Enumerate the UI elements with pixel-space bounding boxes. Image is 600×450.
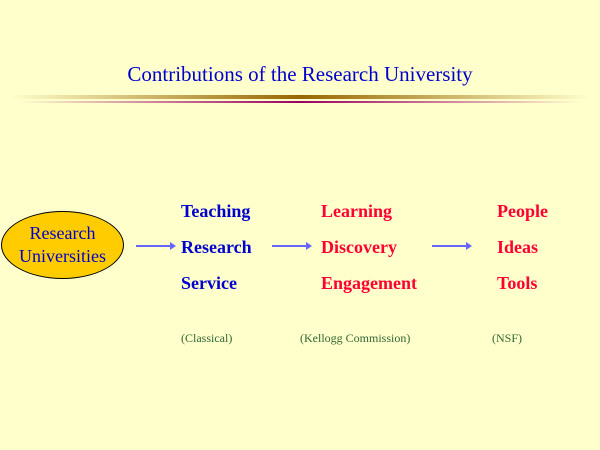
item-teaching: Teaching <box>181 201 251 221</box>
research-universities-ellipse: Research Universities <box>1 211 124 279</box>
arrow-icon <box>272 242 312 250</box>
note-kellogg: (Kellogg Commission) <box>300 331 411 345</box>
item-tools: Tools <box>497 273 538 293</box>
note-classical: (Classical) <box>181 331 233 345</box>
ellipse-label-line2: Universities <box>19 246 106 266</box>
slide-title: Contributions of the Research University <box>127 62 473 86</box>
item-service: Service <box>181 273 237 293</box>
item-people: People <box>497 201 548 221</box>
item-ideas: Ideas <box>497 237 539 257</box>
arrow-icon <box>136 242 176 250</box>
item-research: Research <box>181 237 252 257</box>
title-divider <box>10 95 590 99</box>
item-learning: Learning <box>321 201 393 221</box>
title-divider-secondary <box>20 101 580 103</box>
ellipse-label-line1: Research <box>29 223 96 243</box>
note-nsf: (NSF) <box>492 331 523 345</box>
item-discovery: Discovery <box>321 237 397 257</box>
item-engagement: Engagement <box>321 273 417 293</box>
arrow-icon <box>432 242 472 250</box>
